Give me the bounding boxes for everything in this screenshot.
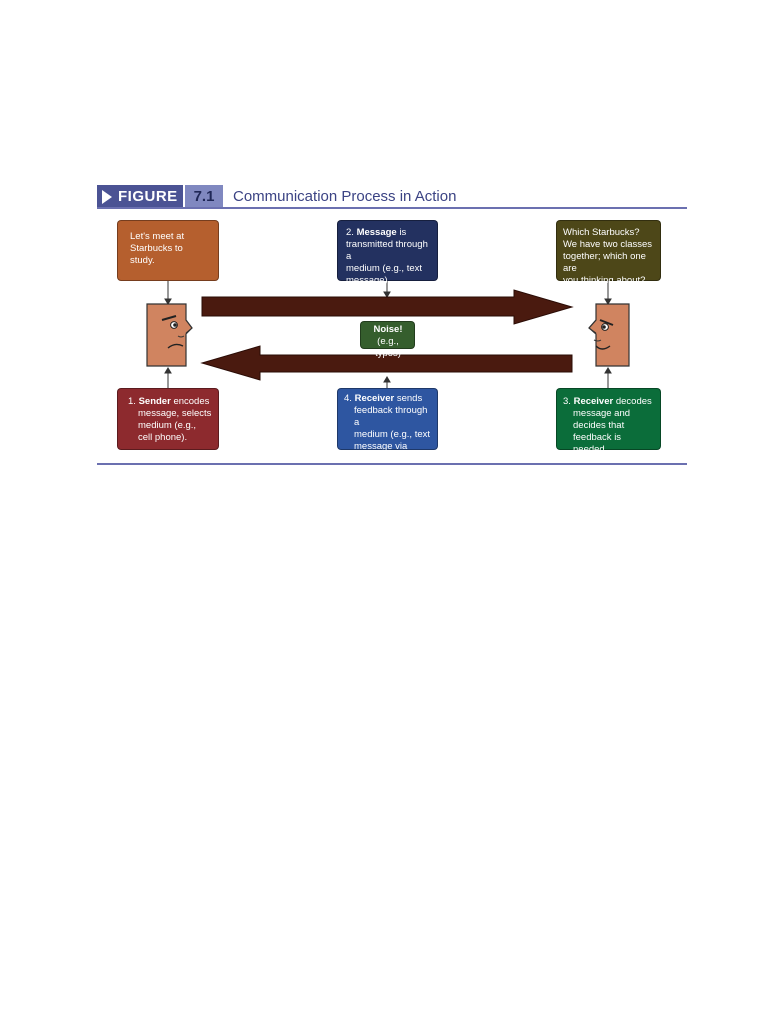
receiver-line: decides that [563, 420, 656, 432]
receiver-lead: Receiver [574, 396, 614, 407]
message-line: medium (e.g., text [346, 263, 431, 275]
receiver-message-line: Which Starbucks? [563, 227, 656, 239]
sender-line: cell phone). [128, 432, 214, 444]
feedback-line: feedback through a [344, 405, 433, 429]
connector-head-sender-msg [165, 299, 171, 304]
noise-lead: Noise! [365, 324, 411, 336]
message-lead: Message [357, 227, 397, 238]
noise-line: (e.g., typos) [365, 336, 411, 360]
message-box: 2. Message is transmitted through a medi… [337, 220, 438, 281]
sender-message-box: Let's meet at Starbucks to study. [117, 220, 219, 281]
sender-line: medium (e.g., [128, 420, 214, 432]
connector-head-receiver-msg [605, 299, 611, 304]
receiver-message-line: together; which one are [563, 251, 656, 275]
receiver-line: message and [563, 408, 656, 420]
sender-heading: 1. Sender encodes [128, 396, 214, 408]
message-heading: 2. Message is [346, 227, 431, 239]
receiver-face-icon [589, 304, 629, 366]
sender-line: message, selects [128, 408, 214, 420]
bottom-rule [97, 463, 687, 465]
message-line: message). [346, 275, 431, 287]
sender-box: 1. Sender encodes message, selects mediu… [117, 388, 219, 450]
feedback-heading: 4. Receiver sends [344, 393, 433, 405]
receiver-message-box: Which Starbucks? We have two classes tog… [556, 220, 661, 281]
sender-lead: Sender [139, 396, 171, 407]
connector-head-message [384, 292, 390, 297]
feedback-lead: Receiver [355, 393, 395, 404]
receiver-heading: 3. Receiver decodes [563, 396, 656, 408]
sender-face-icon [147, 304, 192, 366]
receiver-message-line: We have two classes [563, 239, 656, 251]
connector-head-sender [165, 368, 171, 373]
sender-message-line: Starbucks to study. [130, 243, 210, 267]
receiver-line: feedback is needed. [563, 432, 656, 456]
message-line: transmitted through a [346, 239, 431, 263]
feedback-box: 4. Receiver sends feedback through a med… [337, 388, 438, 450]
receiver-box: 3. Receiver decodes message and decides … [556, 388, 661, 450]
connector-head-receiver [605, 368, 611, 373]
feedback-line: medium (e.g., text [344, 429, 433, 441]
feedback-line: message via [344, 441, 433, 453]
sender-message-line: Let's meet at [130, 231, 210, 243]
connector-head-feedback [384, 377, 390, 382]
receiver-message-line: you thinking about? [563, 275, 656, 287]
noise-box: Noise! (e.g., typos) [360, 321, 415, 349]
